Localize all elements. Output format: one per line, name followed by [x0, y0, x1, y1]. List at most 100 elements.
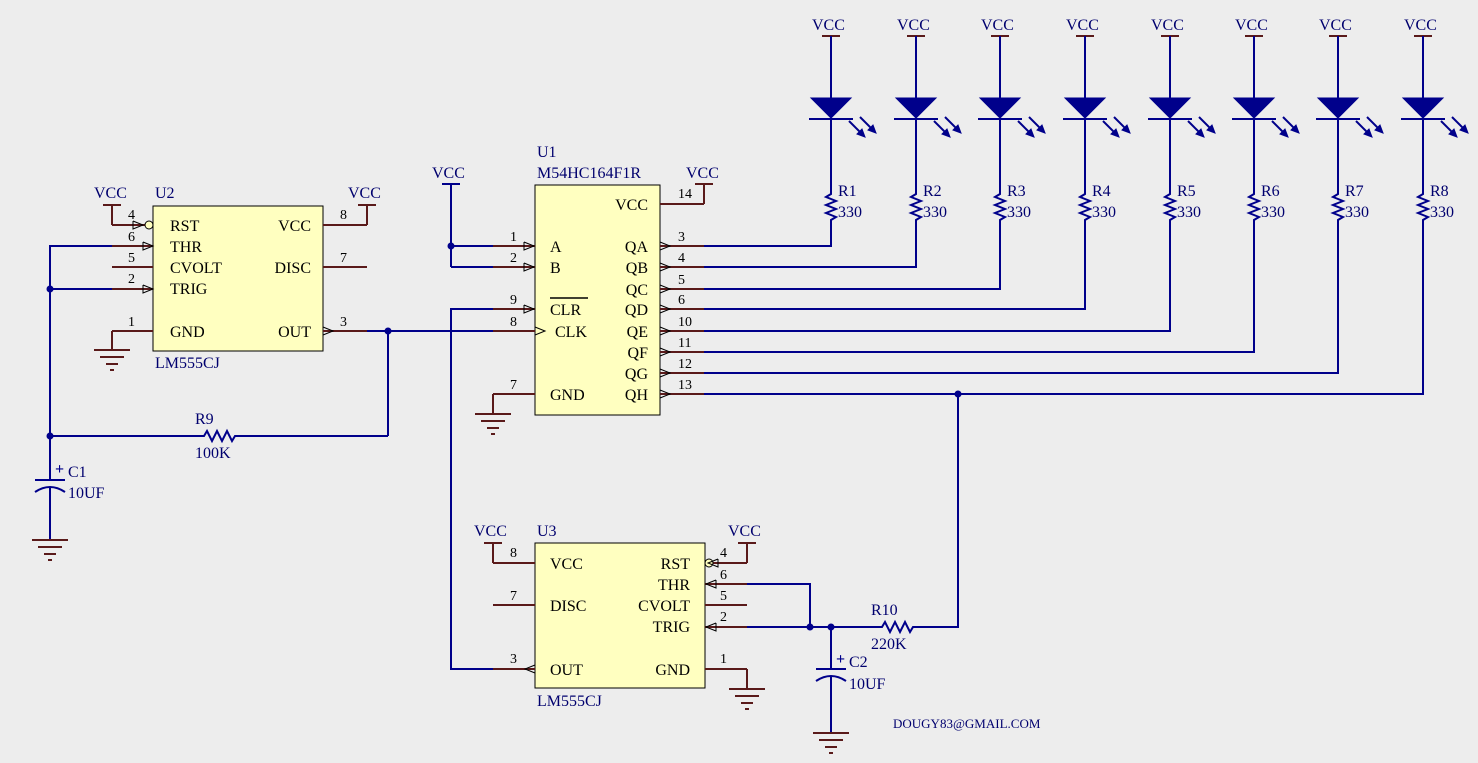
u1-pin-gnd-name: GND [550, 387, 585, 404]
r10-resistor: R10 220K [871, 602, 922, 653]
c1-capacitor: + C1 10UF [34, 436, 105, 540]
u3-rst-vcc-label: VCC [728, 523, 761, 540]
led-8 [1401, 97, 1469, 138]
led-chain-2: VCC R2 330 [704, 17, 962, 268]
u3-pin-thr-number: 6 [720, 568, 727, 583]
r9-resistor: R9 100K [195, 411, 243, 462]
u3-555-timer: U3 LM555CJ 8 7 3 VCC DISC OUT 4 6 5 2 1 … [493, 523, 747, 710]
u3-pin-gnd-number: 1 [720, 652, 727, 667]
u1-pin-qe-number: 10 [678, 315, 692, 330]
u1-pin-qh-name: QH [625, 387, 649, 404]
u1-part-number: M54HC164F1R [537, 165, 641, 182]
u1-pin-qf-number: 11 [678, 336, 691, 351]
r2-ref: R2 [923, 183, 942, 200]
u1-pin-gnd-number: 7 [510, 378, 517, 393]
led-3-vcc-label: VCC [981, 17, 1014, 34]
c1-ref: C1 [68, 464, 87, 481]
u3-pin-vcc-number: 8 [510, 546, 517, 561]
u2-555-timer: U2 LM555CJ 4 6 5 2 1 RST THR CVOLT TRIG … [112, 185, 367, 372]
r6-value: 330 [1261, 204, 1285, 221]
u1-pin-qd-number: 6 [678, 293, 685, 308]
u3-pin-trig-number: 2 [720, 610, 727, 625]
led-2-vcc-label: VCC [897, 17, 930, 34]
r4-value: 330 [1092, 204, 1116, 221]
u3-pin-thr-name: THR [658, 577, 690, 594]
u2-pin-gnd-name: GND [170, 324, 205, 341]
u1-pin-clr-name: CLR [550, 302, 581, 319]
u1-pin-clk-name: CLK [555, 324, 587, 341]
led-6-vcc-label: VCC [1235, 17, 1268, 34]
u1-pin-vcc-number: 14 [678, 187, 692, 202]
r3-ref: R3 [1007, 183, 1026, 200]
u1-pin-qd-name: QD [625, 302, 648, 319]
u2-pin-disc-number: 7 [340, 251, 347, 266]
led-5 [1148, 97, 1216, 138]
led-4-vcc-label: VCC [1066, 17, 1099, 34]
r5-value: 330 [1177, 204, 1201, 221]
u1-pin-qb-number: 4 [678, 251, 685, 266]
led-2 [894, 97, 962, 138]
u1-pin-clr-number: 9 [510, 293, 517, 308]
u3-designator: U3 [537, 523, 557, 540]
u1-pin-b-number: 2 [510, 251, 517, 266]
c2-polarity-plus: + [836, 651, 845, 668]
u3-pin-out-number: 3 [510, 652, 517, 667]
r5-ref: R5 [1177, 183, 1196, 200]
u3-pin-trig-name: TRIG [653, 619, 691, 636]
u3-vcc-label: VCC [474, 523, 507, 540]
u2-body [152, 205, 324, 352]
r10-ref: R10 [871, 602, 898, 619]
led-7 [1316, 97, 1384, 138]
u3-pin-disc-number: 7 [510, 589, 517, 604]
u3-pin-gnd-name: GND [655, 662, 690, 679]
u1-body [534, 184, 661, 416]
led-3 [978, 97, 1046, 138]
u2-pin-thr-name: THR [170, 239, 202, 256]
u1-pin-qh-number: 13 [678, 378, 692, 393]
led-1 [809, 97, 877, 138]
u1-pin-qg-name: QG [625, 366, 649, 383]
led-7-vcc-label: VCC [1319, 17, 1352, 34]
r9-value: 100K [195, 445, 231, 462]
u1-pin-qb-name: QB [626, 260, 648, 277]
u3-pin-disc-name: DISC [550, 598, 586, 615]
u1-pin-qf-name: QF [628, 345, 649, 362]
r1-ref: R1 [838, 183, 857, 200]
u1-pin-a-name: A [550, 239, 562, 256]
c1-value: 10UF [68, 485, 105, 502]
u1-vcc-label: VCC [686, 165, 719, 182]
c2-value: 10UF [849, 676, 886, 693]
u1-pin-qc-number: 5 [678, 273, 685, 288]
u2-rst-vcc-label: VCC [94, 185, 127, 202]
u2-pin-out-name: OUT [278, 324, 311, 341]
r2-value: 330 [923, 204, 947, 221]
r8-value: 330 [1430, 204, 1454, 221]
u2-pin-cvolt-number: 5 [128, 251, 135, 266]
u2-pin-trig-number: 2 [128, 272, 135, 287]
u1-pin-qa-number: 3 [678, 230, 685, 245]
u2-rst-inversion-bubble [144, 220, 154, 230]
u1-pin-qe-name: QE [627, 324, 648, 341]
u2-pin-out-number: 3 [340, 315, 347, 330]
u2-pin-thr-number: 6 [128, 230, 135, 245]
r1-value: 330 [838, 204, 862, 221]
r9-ref: R9 [195, 411, 214, 428]
u1-pin-qa-name: QA [625, 239, 649, 256]
u1-pin-b-name: B [550, 260, 561, 277]
r10-value: 220K [871, 636, 907, 653]
u2-pin-rst-name: RST [170, 218, 200, 235]
u3-pin-rst-number: 4 [720, 546, 727, 561]
